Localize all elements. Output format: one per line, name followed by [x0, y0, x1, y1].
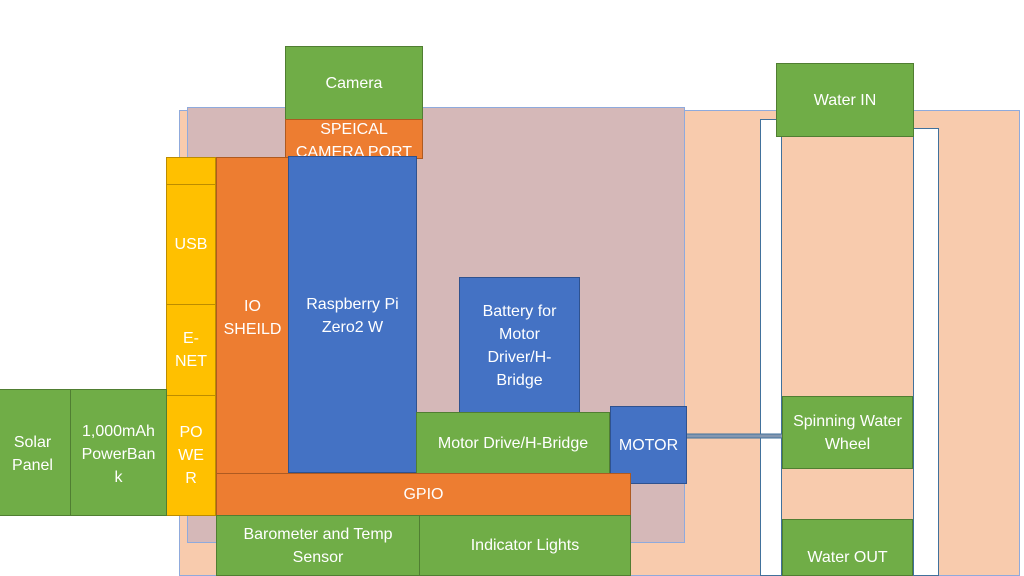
gpio-block: GPIO [216, 473, 631, 516]
motor-label: MOTOR [618, 436, 679, 454]
motor-drive-label: Motor Drive/H-Bridge [437, 434, 589, 452]
usb-label: USB [174, 236, 208, 253]
io-shield-label: IO SHEILD [223, 298, 282, 338]
solar-panel-label: Solar Panel [12, 433, 53, 474]
motor-drive-block: Motor Drive/H-Bridge [416, 412, 610, 474]
battery-label: Battery for Motor Driver/H- Bridge [482, 303, 557, 389]
solar-panel-block: Solar Panel [0, 389, 71, 516]
battery-block: Battery for Motor Driver/H- Bridge [459, 277, 580, 415]
water-channel-left-wall [760, 119, 782, 576]
special-camera-port-label: SPEICAL CAMERA PORT [295, 121, 413, 159]
raspberry-pi-label: Raspberry Pi Zero2 W [306, 296, 399, 336]
camera-label: Camera [325, 74, 383, 92]
gpio-label: GPIO [403, 486, 444, 503]
water-in-label: Water IN [813, 91, 877, 109]
usb-port-block: USB [166, 184, 216, 305]
barometer-sensor-block: Barometer and Temp Sensor [216, 515, 420, 576]
ethernet-label: E- NET [175, 330, 207, 370]
water-out-block: Water OUT [782, 519, 913, 576]
io-shield-block: IO SHEILD [216, 157, 289, 474]
powerbank-block: 1,000mAh PowerBan k [70, 389, 167, 516]
raspberry-pi-block: Raspberry Pi Zero2 W [288, 156, 417, 473]
indicator-lights-label: Indicator Lights [470, 537, 580, 554]
camera-block: Camera [285, 46, 423, 120]
water-channel-right-wall [913, 128, 939, 576]
indicator-lights-block: Indicator Lights [419, 515, 631, 576]
motor-block: MOTOR [610, 406, 687, 484]
powerbank-label: 1,000mAh PowerBan k [81, 423, 156, 486]
power-port-block: PO WE R [166, 395, 216, 516]
port-strip-top [166, 157, 216, 185]
barometer-sensor-label: Barometer and Temp Sensor [243, 525, 393, 566]
special-camera-port-block: SPEICAL CAMERA PORT [285, 119, 423, 159]
water-out-label: Water OUT [807, 549, 888, 566]
spinning-water-wheel-label: Spinning Water Wheel [793, 412, 902, 453]
spinning-water-wheel-block: Spinning Water Wheel [782, 396, 913, 469]
ethernet-port-block: E- NET [166, 304, 216, 396]
water-in-block: Water IN [776, 63, 914, 137]
power-label: PO WE R [178, 424, 204, 487]
